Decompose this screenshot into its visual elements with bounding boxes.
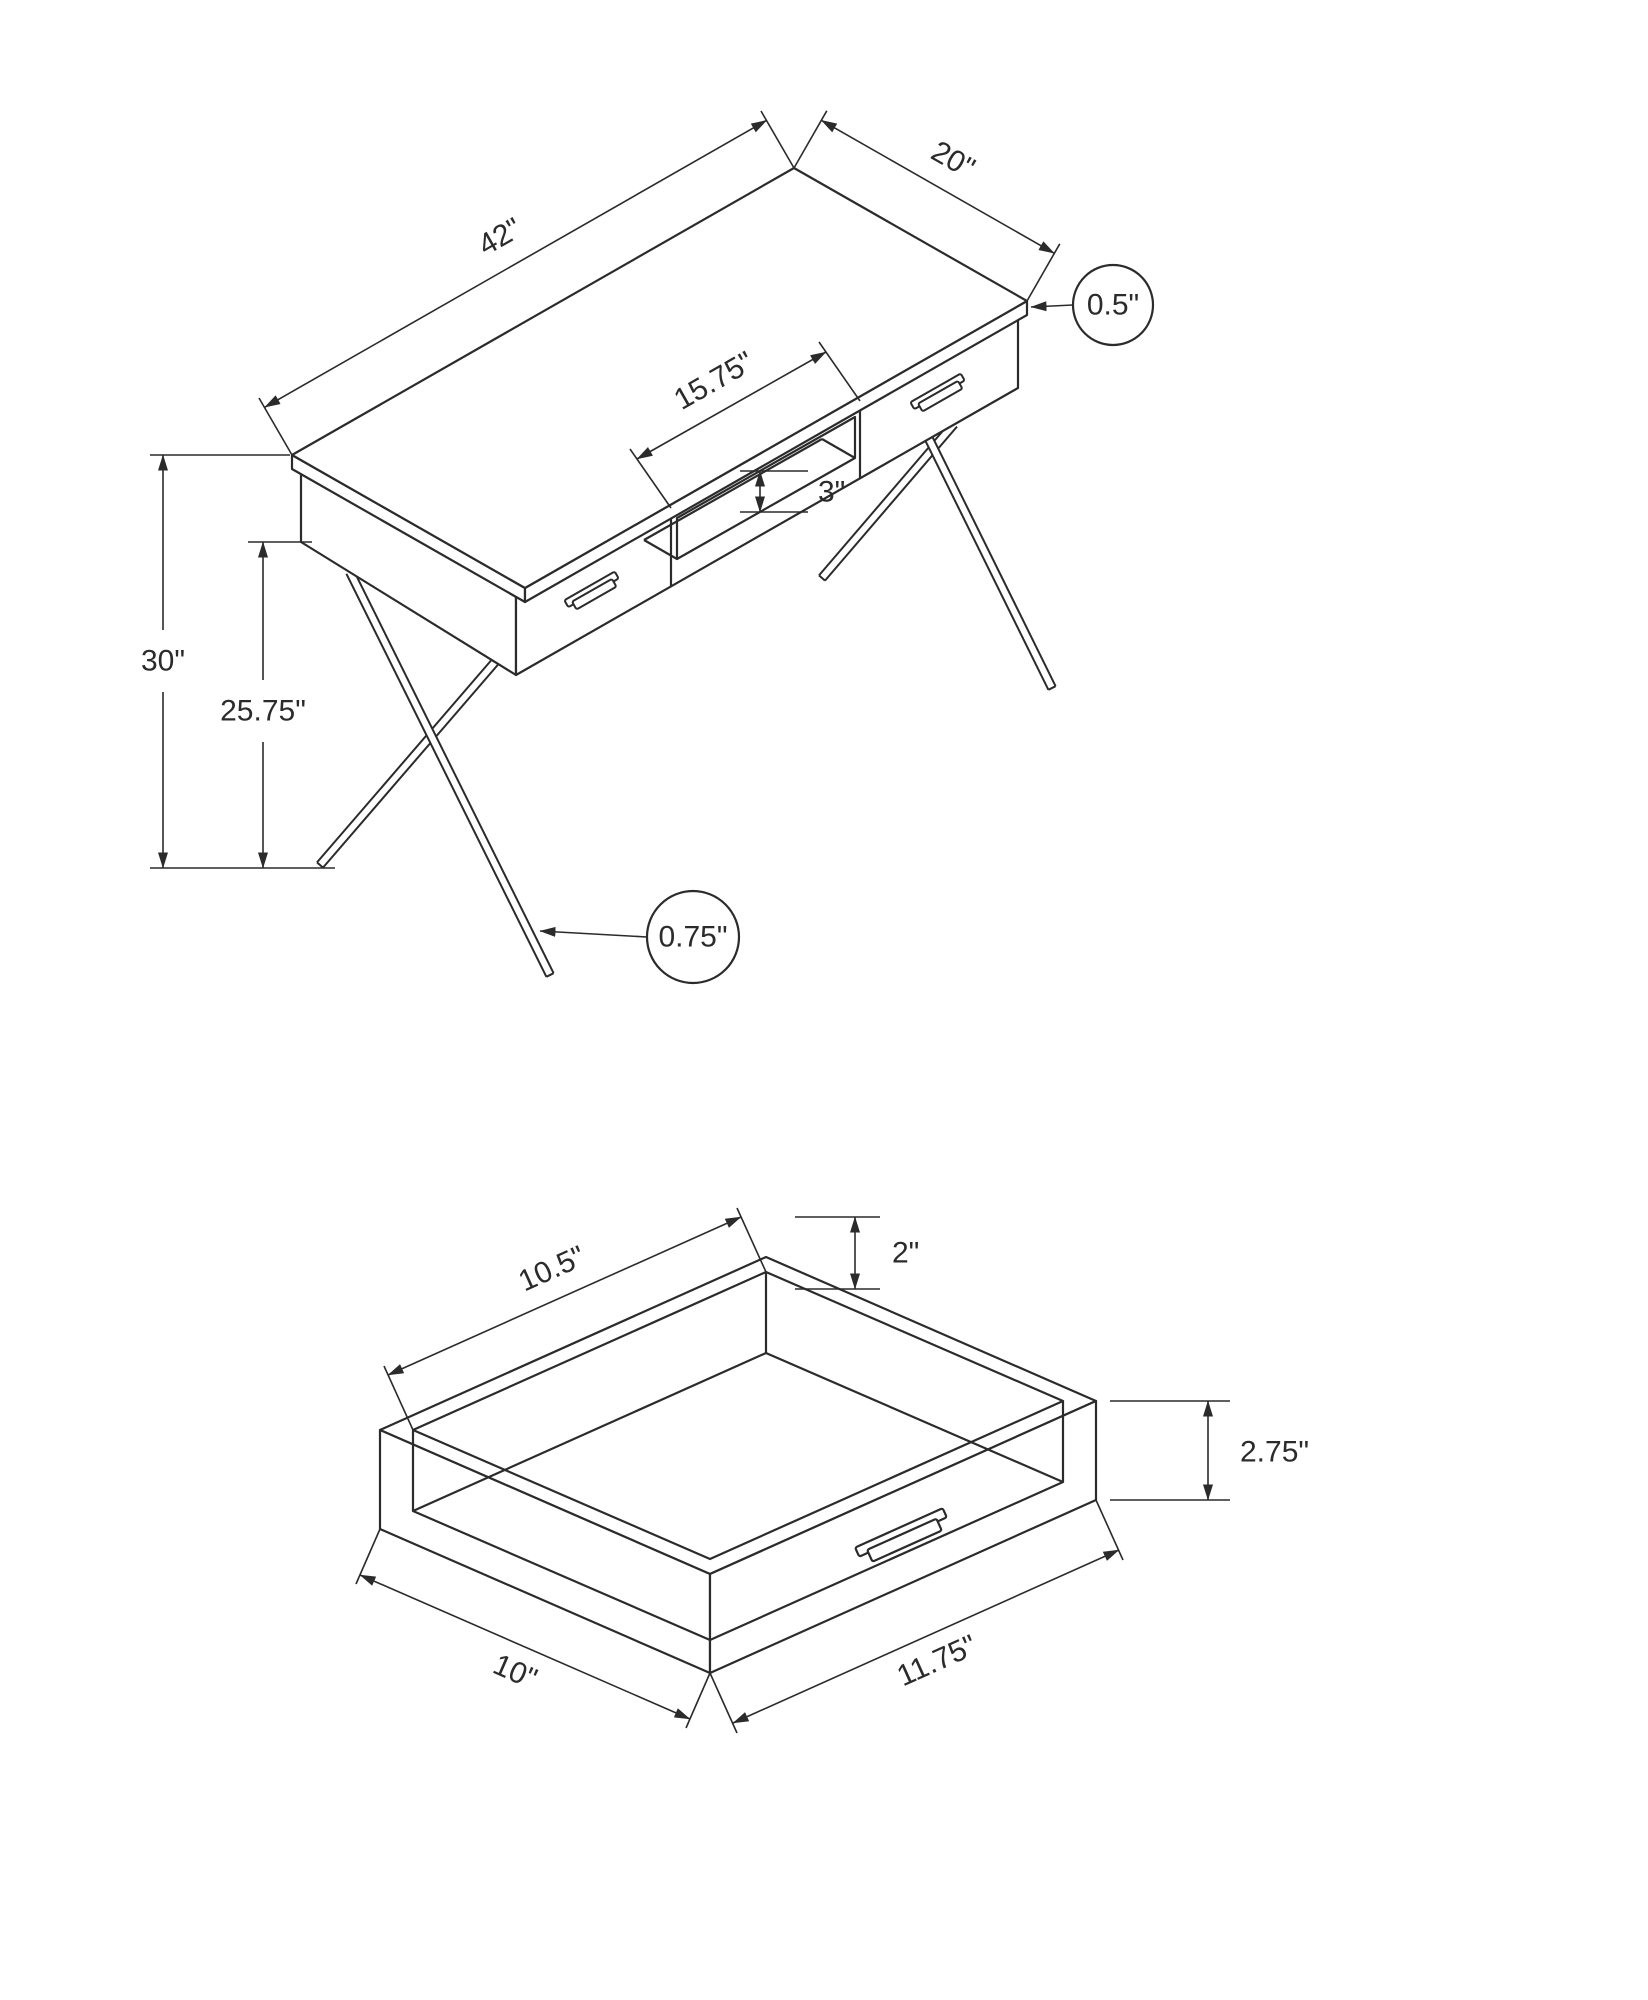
- handle-bar: [917, 380, 963, 412]
- handle-bar: [571, 578, 617, 610]
- left-leg-front-foot: [545, 972, 555, 978]
- dimension-arrow: [820, 119, 1055, 254]
- dim-label-drawer-outer-height: 2.75": [1240, 1436, 1309, 1469]
- left-leg-back-edge: [322, 663, 499, 869]
- right-leg-front-edge: [924, 440, 1050, 691]
- dim-label-desk-length: 42": [473, 212, 528, 262]
- leader-arrow: [539, 926, 648, 938]
- right-leg-back-foot: [818, 574, 826, 582]
- dim-underside-clearance: [248, 541, 312, 869]
- dim-label-underside-clearance: 25.75": [220, 695, 306, 728]
- dim-label-desk-depth: 20": [926, 135, 981, 185]
- callout-leg-tube: [539, 889, 741, 985]
- extension-line: [736, 1207, 767, 1273]
- drawer-view: 10.5" 2" 2.75" 10" 11.75": [355, 1207, 1309, 1734]
- extension-line: [355, 1528, 381, 1585]
- desk-right-legs: [818, 420, 1057, 691]
- dim-desk-depth: [793, 110, 1061, 302]
- left-leg-front-tube: [346, 570, 554, 977]
- dim-label-overall-height: 30": [141, 645, 185, 678]
- dimension-arrow: [359, 1574, 691, 1720]
- extension-line: [1095, 1499, 1124, 1561]
- callout-top-thickness: [1030, 263, 1155, 347]
- dim-drawer-inner-depth: [795, 1216, 880, 1290]
- dim-shelf-height: [740, 470, 808, 513]
- dim-drawer-side-depth: [355, 1528, 711, 1729]
- right-leg-front-tube: [925, 437, 1056, 690]
- dimension-arrow: [732, 1549, 1120, 1724]
- dim-drawer-inner-width: [383, 1207, 767, 1431]
- extension-line: [760, 110, 795, 169]
- dimension-arrow: [387, 1216, 742, 1376]
- extension-line: [383, 1365, 414, 1431]
- left-drawer-handle: [564, 571, 619, 610]
- right-leg-back-tube: [819, 421, 957, 581]
- dim-label-drawer-front-width: 11.75": [892, 1629, 982, 1693]
- desk-drawer-handles: [564, 373, 965, 610]
- left-leg-front-edge: [345, 573, 548, 978]
- dim-label-top-thickness: 0.5": [1087, 289, 1139, 322]
- dim-shelf-width: [629, 341, 861, 509]
- right-leg-front-edge: [931, 436, 1057, 687]
- shelf-floor-left-edge: [643, 539, 678, 560]
- dim-label-shelf-height: 3": [818, 476, 845, 509]
- dim-overall-height: [150, 454, 335, 869]
- extension-line: [1026, 243, 1061, 302]
- dim-label-leg-tube: 0.75": [658, 921, 727, 954]
- desk-left-legs: [316, 569, 555, 978]
- extension-line: [793, 110, 828, 169]
- right-drawer-handle: [910, 373, 965, 412]
- dimension-arrow: [636, 351, 827, 460]
- dim-drawer-front-width: [709, 1499, 1124, 1734]
- extension-line: [258, 397, 293, 456]
- right-leg-front-foot: [1047, 685, 1057, 691]
- dim-label-drawer-inner-depth: 2": [892, 1237, 919, 1270]
- dim-desk-length: [258, 110, 795, 456]
- desk-apron: [299, 308, 1020, 677]
- dim-drawer-outer-height: [1110, 1400, 1230, 1501]
- left-leg-back-tube: [317, 659, 498, 868]
- left-leg-back-foot: [316, 861, 324, 869]
- extension-line: [685, 1672, 711, 1729]
- dim-label-drawer-side-depth: 10": [488, 1648, 542, 1696]
- dimension-arrow: [264, 119, 768, 408]
- left-leg-front-edge: [352, 569, 555, 974]
- drawer-body: [378, 1255, 1098, 1675]
- extension-line: [709, 1672, 738, 1734]
- leader-arrow: [1030, 301, 1074, 312]
- left-leg-back-edge: [316, 658, 493, 864]
- desk-view: 42" 20" 0.5" 15.75" 3": [141, 110, 1155, 985]
- shelf-floor-right-edge: [821, 438, 856, 459]
